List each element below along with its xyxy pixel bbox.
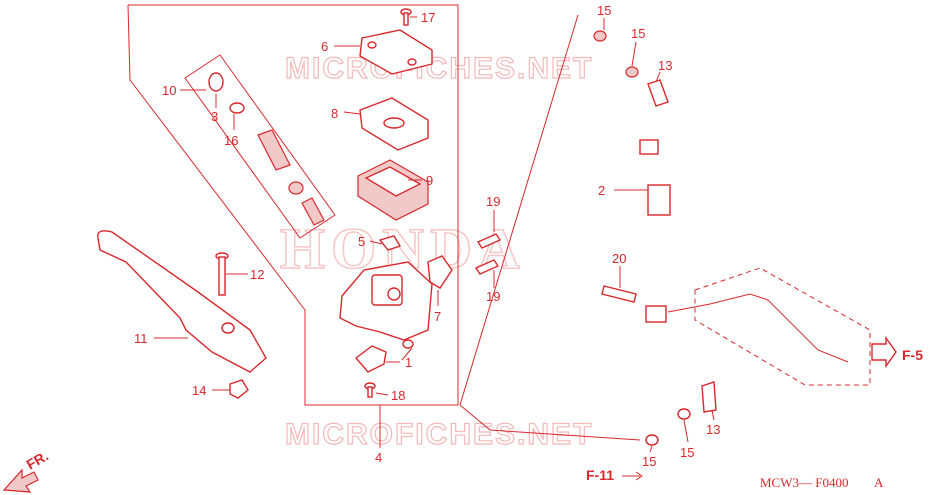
reservoir-cover <box>359 29 433 75</box>
callout-13-bottom: 13 <box>706 422 720 437</box>
callout-7: 7 <box>434 309 441 324</box>
callout-1: 1 <box>405 355 412 370</box>
callout-15-bottom-left: 15 <box>642 454 656 469</box>
boot-7 <box>427 255 453 289</box>
ref-f5[interactable]: F-5 <box>902 347 923 363</box>
diaphragm-plate <box>359 97 429 151</box>
callout-14: 14 <box>192 383 206 398</box>
callout-15-top-right: 15 <box>631 26 645 41</box>
front-label: FR. <box>24 447 52 472</box>
washers-15 <box>593 30 691 446</box>
front-arrow-icon <box>2 468 39 493</box>
diagram-suffix: A <box>874 475 884 490</box>
callout-6: 6 <box>321 39 328 54</box>
clip-5 <box>378 235 402 251</box>
callout-10: 10 <box>162 83 176 98</box>
f11-arrow-icon <box>635 471 643 481</box>
callout-4: 4 <box>375 450 382 465</box>
brake-lever <box>97 230 267 373</box>
bolts-13 <box>647 79 717 413</box>
callout-15-top-left: 15 <box>597 3 611 18</box>
brake-hose <box>612 48 671 441</box>
callout-9: 9 <box>426 173 433 188</box>
callout-19-lower: 19 <box>486 289 500 304</box>
callout-11: 11 <box>134 331 148 346</box>
leader-hose-lower2 <box>489 429 641 441</box>
callout-18: 18 <box>391 388 405 403</box>
f5-arrow-icon <box>871 335 897 369</box>
switch-1 <box>354 345 387 373</box>
master-cylinder-body <box>339 261 433 349</box>
callout-12: 12 <box>250 267 264 282</box>
callout-17: 17 <box>421 10 435 25</box>
callout-15-bottom-right: 15 <box>680 445 694 460</box>
diaphragm <box>357 159 429 221</box>
watermark-site-bottom: MICROFICHES.NET <box>285 418 593 451</box>
screw-17 <box>400 8 412 26</box>
callout-5: 5 <box>358 234 365 249</box>
callout-20: 20 <box>612 251 626 266</box>
ref-f11[interactable]: F-11 <box>586 467 614 483</box>
f5-dashed-outline <box>694 267 871 386</box>
nut-14 <box>229 379 249 399</box>
assembly-outline <box>127 4 459 406</box>
diagram-code: MCW3— F0400 <box>760 475 848 490</box>
callout-16: 16 <box>224 133 238 148</box>
callout-13-top: 13 <box>658 58 672 73</box>
callout-19-upper: 19 <box>486 194 500 209</box>
callout-2: 2 <box>598 183 605 198</box>
leader-lines <box>154 16 715 453</box>
watermark-site-top: MICROFICHES.NET <box>285 52 593 85</box>
leader-hose-lower <box>459 404 491 431</box>
pivot-bolt-12 <box>215 252 229 296</box>
bolts-19 <box>474 233 502 275</box>
screw-18 <box>364 382 376 398</box>
subassembly-outline-10 <box>184 54 336 239</box>
leader-hose-upper <box>459 14 579 406</box>
callout-8: 8 <box>331 106 338 121</box>
callout-3: 3 <box>211 109 218 124</box>
piston-parts <box>208 72 325 226</box>
bolt-20 <box>601 285 637 303</box>
brake-pipe <box>667 293 849 363</box>
